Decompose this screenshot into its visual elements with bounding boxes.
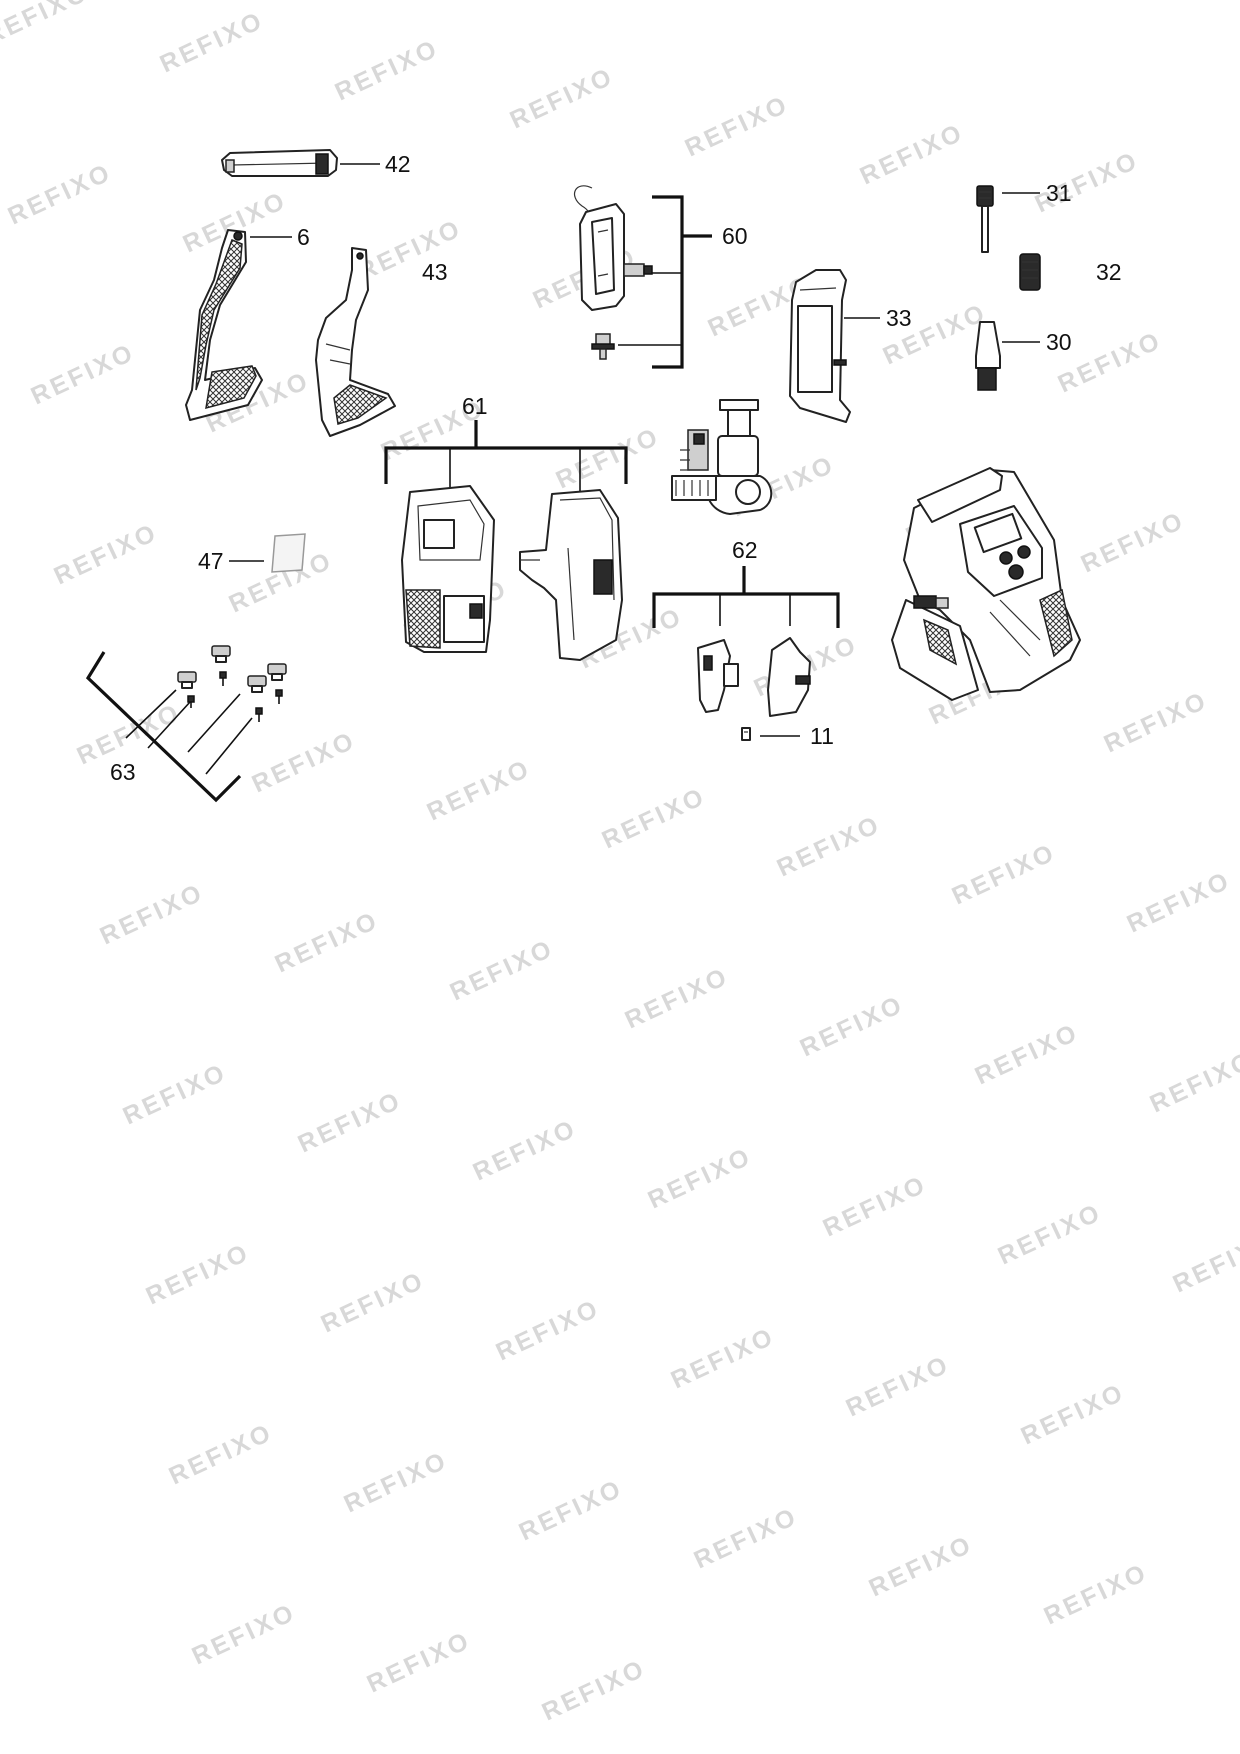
watermark-text: REFIXO xyxy=(96,878,209,950)
label-47: 47 xyxy=(198,548,224,574)
watermark-text: REFIXO xyxy=(856,118,969,190)
assembled-compressor-icon xyxy=(891,467,1081,701)
bracket-63 xyxy=(85,651,242,803)
part-6-left-frame-leg-icon xyxy=(185,229,263,421)
label-6: 6 xyxy=(297,224,310,250)
watermark-text: REFIXO xyxy=(294,1086,407,1158)
watermark-text: REFIXO xyxy=(271,906,384,978)
watermark-text: REFIXO xyxy=(538,1654,651,1726)
bracket-60 xyxy=(652,195,684,369)
watermark-text: REFIXO xyxy=(363,1626,476,1698)
label-33: 33 xyxy=(886,305,912,331)
watermark-text: REFIXO xyxy=(331,34,444,106)
part-31-needle-adapter-icon xyxy=(976,185,994,253)
watermark-text: REFIXO xyxy=(948,838,1061,910)
part-43-right-frame-leg-icon xyxy=(315,247,396,437)
watermark-text: REFIXO xyxy=(492,1294,605,1366)
watermark-text: REFIXO xyxy=(1040,1558,1153,1630)
watermark-text: REFIXO xyxy=(0,0,93,50)
watermark-text: REFIXO xyxy=(188,1598,301,1670)
label-42: 42 xyxy=(385,151,411,177)
watermark-text: REFIXO xyxy=(994,1198,1107,1270)
leader-63-b xyxy=(147,701,191,749)
leader-63-c xyxy=(187,693,241,753)
part-11-small-screw-icon xyxy=(741,727,751,741)
label-11: 11 xyxy=(810,723,834,749)
watermark-text: REFIXO xyxy=(469,1114,582,1186)
watermark-text: REFIXO xyxy=(1077,506,1190,578)
label-31: 31 xyxy=(1046,180,1072,206)
label-30: 30 xyxy=(1046,329,1072,355)
watermark-text: REFIXO xyxy=(248,726,361,798)
watermark-text: REFIXO xyxy=(423,754,536,826)
watermark-text: REFIXO xyxy=(773,810,886,882)
watermark-text: REFIXO xyxy=(644,1142,757,1214)
part-33-hose-holder-icon xyxy=(789,269,851,423)
pump-motor-assembly-icon xyxy=(671,399,773,515)
part-63-screw-set-icon xyxy=(177,645,287,722)
watermark-text: REFIXO xyxy=(446,934,559,1006)
watermark-text: REFIXO xyxy=(842,1350,955,1422)
watermark-text: REFIXO xyxy=(317,1266,430,1338)
watermark-text: REFIXO xyxy=(506,62,619,134)
leader-63-a xyxy=(125,689,177,739)
watermark-text: REFIXO xyxy=(340,1446,453,1518)
watermark-text: REFIXO xyxy=(796,990,909,1062)
watermark-text: REFIXO xyxy=(690,1502,803,1574)
part-47-label-plate-icon xyxy=(271,533,306,573)
part-61-housing-halves-icon xyxy=(401,485,623,661)
watermark-text: REFIXO xyxy=(1169,1226,1240,1298)
watermark-text: REFIXO xyxy=(971,1018,1084,1090)
watermark-text: REFIXO xyxy=(865,1530,978,1602)
watermark-text: REFIXO xyxy=(552,422,665,494)
leader-63-d xyxy=(205,717,253,775)
bracket-61 xyxy=(384,446,628,484)
watermark-text: REFIXO xyxy=(598,782,711,854)
watermark-text: REFIXO xyxy=(156,6,269,78)
part-30-cone-nozzle-icon xyxy=(975,321,1001,391)
watermark-text: REFIXO xyxy=(621,962,734,1034)
label-60: 60 xyxy=(722,223,748,249)
part-62-cover-set-icon xyxy=(697,637,811,717)
part-32-valve-adapter-icon xyxy=(1019,253,1041,291)
label-62: 62 xyxy=(732,537,758,563)
watermark-text: REFIXO xyxy=(681,90,794,162)
watermark-text: REFIXO xyxy=(1017,1378,1130,1450)
watermark-text: REFIXO xyxy=(354,214,467,286)
watermark-text: REFIXO xyxy=(119,1058,232,1130)
watermark-text: REFIXO xyxy=(1123,866,1236,938)
watermark-text: REFIXO xyxy=(1146,1046,1240,1118)
watermark-text: REFIXO xyxy=(165,1418,278,1490)
watermark-text: REFIXO xyxy=(819,1170,932,1242)
label-32: 32 xyxy=(1096,259,1122,285)
watermark-text: REFIXO xyxy=(667,1322,780,1394)
watermark-text: REFIXO xyxy=(142,1238,255,1310)
label-61: 61 xyxy=(462,393,488,419)
watermark-text: REFIXO xyxy=(4,158,117,230)
watermark-text: REFIXO xyxy=(1100,686,1213,758)
part-60-fitting-icon xyxy=(591,333,615,360)
label-43: 43 xyxy=(422,259,448,285)
part-60-air-hose-assembly-icon xyxy=(573,185,653,360)
watermark-text: REFIXO xyxy=(515,1474,628,1546)
part-42-carry-handle-icon xyxy=(221,149,338,177)
bracket-62 xyxy=(652,592,840,628)
label-63: 63 xyxy=(110,759,136,785)
watermark-text: REFIXO xyxy=(50,518,163,590)
watermark-text: REFIXO xyxy=(27,338,140,410)
